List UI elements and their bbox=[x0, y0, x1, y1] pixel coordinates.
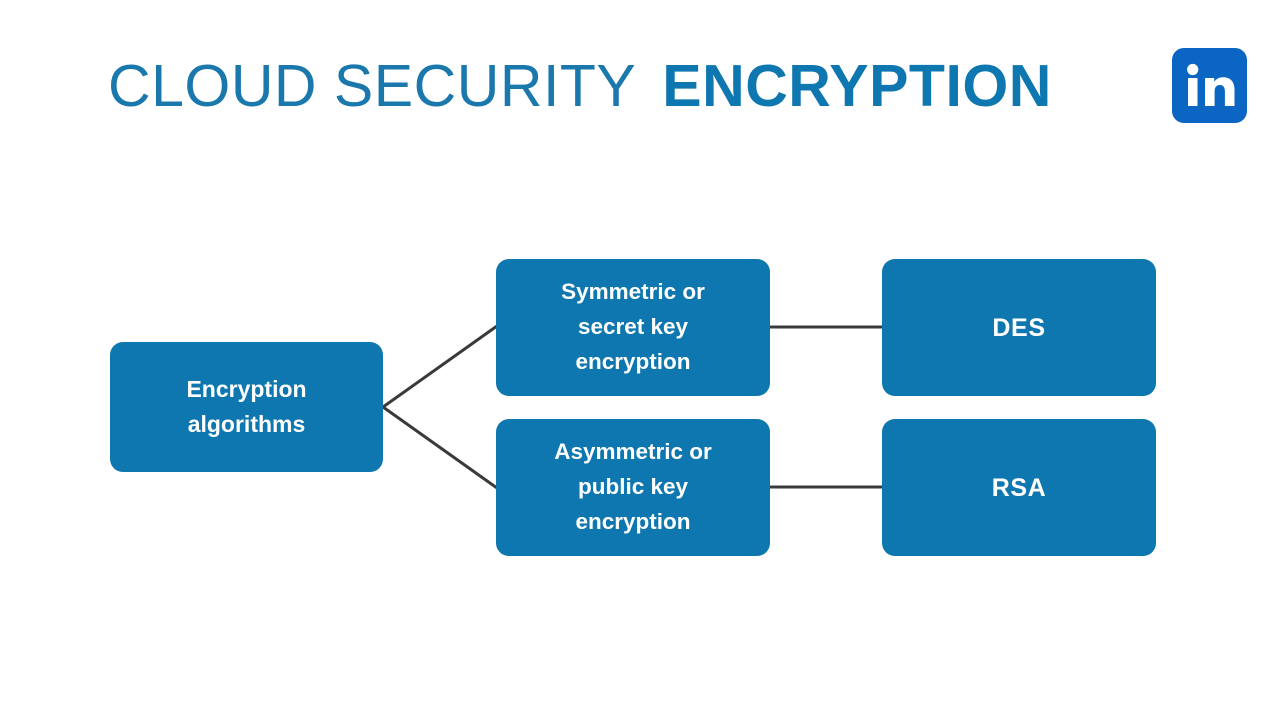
node-label: Symmetric or secret key encryption bbox=[561, 279, 705, 374]
node-des[interactable]: DES bbox=[882, 259, 1156, 396]
linkedin-icon[interactable] bbox=[1172, 48, 1247, 123]
node-encryption-algorithms[interactable]: Encryption algorithms bbox=[110, 342, 383, 472]
node-symmetric-encryption[interactable]: Symmetric or secret key encryption bbox=[496, 259, 770, 396]
edge-root-to-symmetric bbox=[382, 324, 498, 409]
node-asymmetric-encryption[interactable]: Asymmetric or public key encryption bbox=[496, 419, 770, 556]
node-label: Encryption algorithms bbox=[186, 376, 307, 437]
node-label: Asymmetric or public key encryption bbox=[554, 439, 712, 534]
edge-root-to-asymmetric bbox=[382, 405, 498, 490]
node-label: RSA bbox=[991, 473, 1047, 502]
title-bold-text: ENCRYPTION bbox=[662, 52, 1052, 119]
node-label: DES bbox=[992, 313, 1046, 342]
title-light-text: CLOUD SECURITY bbox=[108, 52, 637, 119]
node-rsa[interactable]: RSA bbox=[882, 419, 1156, 556]
page-title: CLOUD SECURITY ENCRYPTION bbox=[108, 46, 1168, 126]
